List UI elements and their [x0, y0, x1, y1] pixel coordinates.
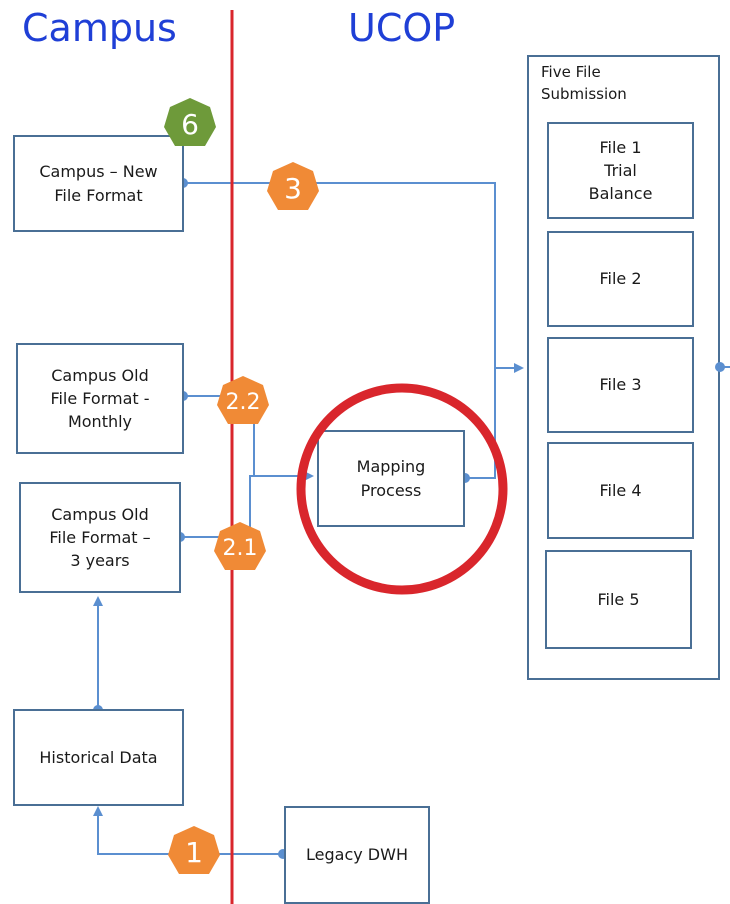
file-2-box: File 2 — [547, 231, 694, 327]
ucop-header: UCOP — [348, 6, 456, 50]
step-badge-1-label: 1 — [185, 835, 203, 869]
file-5-box: File 5 — [545, 550, 692, 649]
file-3-label: File 3 — [599, 375, 642, 395]
step-badge-3-label: 3 — [284, 171, 302, 205]
campus-old-3years-box: Campus Old File Format – 3 years — [19, 482, 181, 593]
mapping-process-label: Mapping Process — [356, 457, 426, 500]
step-badge-2-1-label: 2.1 — [222, 535, 258, 561]
step-badge-1: 1 — [166, 824, 222, 880]
step-badge-6-label: 6 — [181, 107, 199, 141]
connector-legacy-to-historical — [93, 806, 283, 855]
step-badge-6: 6 — [162, 96, 218, 152]
file-4-label: File 4 — [599, 480, 642, 500]
step-badge-2-2: 2.2 — [215, 374, 271, 430]
mapping-process-box: Mapping Process — [317, 430, 465, 527]
step-badge-3: 3 — [265, 160, 321, 216]
connector-old-3years — [180, 471, 314, 538]
campus-header: Campus — [22, 6, 177, 50]
connector-dot — [715, 362, 725, 372]
step-badge-2-1: 2.1 — [212, 520, 268, 576]
file-4-box: File 4 — [547, 442, 694, 539]
file-5-label: File 5 — [597, 589, 640, 609]
step-badge-2-2-label: 2.2 — [225, 389, 261, 415]
connector-mapping-out — [465, 368, 496, 479]
historical-data-label: Historical Data — [39, 747, 158, 767]
legacy-dwh-box: Legacy DWH — [284, 806, 430, 904]
five-file-submission-title: Five File Submission — [541, 63, 627, 103]
file-2-label: File 2 — [599, 269, 642, 289]
campus-old-monthly-label: Campus Old File Format - Monthly — [50, 365, 150, 432]
connector-new-format — [183, 182, 496, 368]
campus-new-file-format-box: Campus – New File Format — [13, 135, 184, 232]
file-1-box: File 1 Trial Balance — [547, 122, 694, 219]
campus-old-3years-label: Campus Old File Format – 3 years — [49, 504, 151, 571]
campus-old-monthly-box: Campus Old File Format - Monthly — [16, 343, 184, 454]
campus-new-file-format-label: Campus – New File Format — [39, 162, 158, 205]
file-1-label: File 1 Trial Balance — [588, 137, 653, 204]
historical-data-box: Historical Data — [13, 709, 184, 806]
legacy-dwh-label: Legacy DWH — [306, 845, 408, 865]
file-3-box: File 3 — [547, 337, 694, 433]
